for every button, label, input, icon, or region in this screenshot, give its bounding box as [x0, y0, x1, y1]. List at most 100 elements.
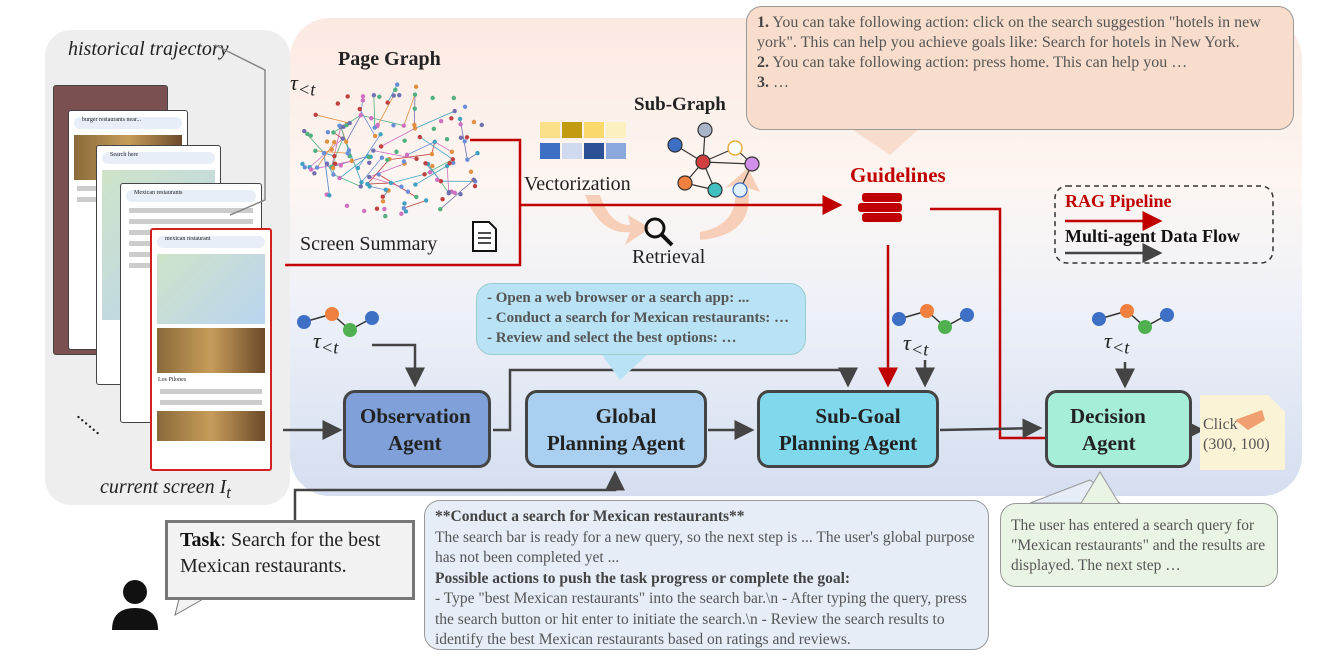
graph-node	[385, 100, 390, 105]
guidelines-bubble-tail	[850, 128, 920, 155]
graph-node	[458, 192, 463, 197]
graph-node	[379, 155, 385, 160]
agent-title: Agent	[388, 431, 442, 455]
graph-node	[375, 122, 380, 128]
graph-node	[383, 213, 388, 219]
trajectory-node	[960, 308, 974, 322]
graph-node	[347, 120, 352, 126]
guideline-1: You can take following action: click on …	[757, 14, 1261, 51]
magnifier-icon	[644, 217, 674, 247]
agent-title: Planning Agent	[778, 431, 918, 455]
graph-node	[371, 93, 377, 98]
task-label: Task	[180, 529, 221, 551]
graph-edge	[446, 165, 450, 194]
trajectory-node	[343, 323, 357, 337]
graph-node	[423, 161, 428, 166]
graph-edge	[390, 173, 425, 184]
graph-node	[371, 148, 376, 153]
graph-node	[468, 169, 474, 174]
graph-node	[450, 157, 456, 162]
graph-node	[338, 163, 344, 168]
trajectory-node	[1120, 304, 1134, 318]
graph-node	[438, 118, 444, 124]
tau-label-subgoal: τ<t	[903, 330, 928, 360]
graph-node	[393, 87, 398, 93]
historical-trajectory-label: historical trajectory	[68, 38, 229, 60]
current-screen-label: current screen It	[100, 476, 231, 503]
graph-node	[403, 209, 409, 214]
graph-edge	[367, 158, 390, 185]
graph-node	[377, 94, 382, 100]
screen-summary-label: Screen Summary	[300, 233, 438, 255]
graph-node	[446, 189, 452, 195]
graph-node	[413, 182, 418, 187]
graph-edge	[323, 153, 330, 196]
trajectory-node	[297, 315, 311, 329]
graph-node	[378, 144, 384, 149]
graph-node	[380, 194, 385, 199]
global-plan-step: - Review and select the best options: …	[487, 330, 737, 346]
graph-node	[374, 206, 380, 211]
graph-node	[412, 126, 418, 131]
graph-node	[305, 131, 310, 137]
graph-node	[414, 156, 419, 162]
graph-node	[471, 177, 477, 182]
graph-node	[391, 93, 396, 98]
graph-node	[331, 172, 336, 177]
graph-node	[314, 165, 320, 170]
graph-node	[404, 152, 410, 158]
graph-node	[340, 136, 345, 141]
graph-edge	[345, 115, 362, 142]
screenshot-3-query: Search here	[102, 152, 215, 164]
graph-node	[452, 108, 457, 114]
trajectory-node	[1160, 308, 1174, 322]
graph-node	[402, 138, 407, 143]
graph-node	[475, 150, 480, 156]
decision-bubble: The user has entered a search query for …	[1000, 503, 1278, 587]
graph-edge	[369, 176, 402, 188]
output-card	[1200, 395, 1285, 470]
graph-node	[462, 139, 467, 144]
tau-symbol: τ	[313, 328, 321, 353]
sub-goal-bubble: **Conduct a search for Mexican restauran…	[424, 500, 989, 650]
graph-edge	[387, 153, 432, 161]
graph-node	[376, 172, 381, 177]
graph-edge	[387, 84, 398, 103]
graph-node	[308, 133, 313, 138]
graph-node	[429, 151, 435, 157]
graph-node	[358, 184, 363, 189]
graph-node	[449, 116, 454, 121]
vectorization-label: Vectorization	[524, 173, 631, 195]
graph-node	[372, 125, 377, 130]
graph-node	[378, 132, 383, 137]
graph-node	[394, 149, 399, 154]
graph-node	[447, 160, 452, 166]
graph-node	[405, 189, 411, 194]
current-screen-sub: t	[226, 483, 231, 502]
graph-edge	[419, 136, 454, 160]
graph-node	[359, 180, 364, 185]
sub-graph	[667, 122, 760, 198]
tau-sub: <t	[1111, 337, 1130, 358]
graph-node	[324, 161, 330, 166]
graph-node	[300, 161, 305, 167]
guidelines-label: Guidelines	[850, 163, 946, 187]
sub-goal-actions-heading: Possible actions to push the task progre…	[435, 569, 851, 587]
arrow-tau-observation	[372, 343, 425, 388]
graph-node	[308, 167, 314, 172]
graph-node	[332, 140, 337, 145]
current-screen-text: current screen	[100, 476, 215, 498]
guideline-num-1: 1.	[757, 14, 769, 31]
graph-node	[345, 151, 350, 156]
page-graph-label: Page Graph	[338, 48, 441, 70]
graph-node	[401, 123, 407, 128]
graph-node	[344, 203, 350, 209]
graph-node	[360, 94, 366, 99]
graph-edge	[331, 126, 342, 167]
trajectory-node	[938, 320, 952, 334]
